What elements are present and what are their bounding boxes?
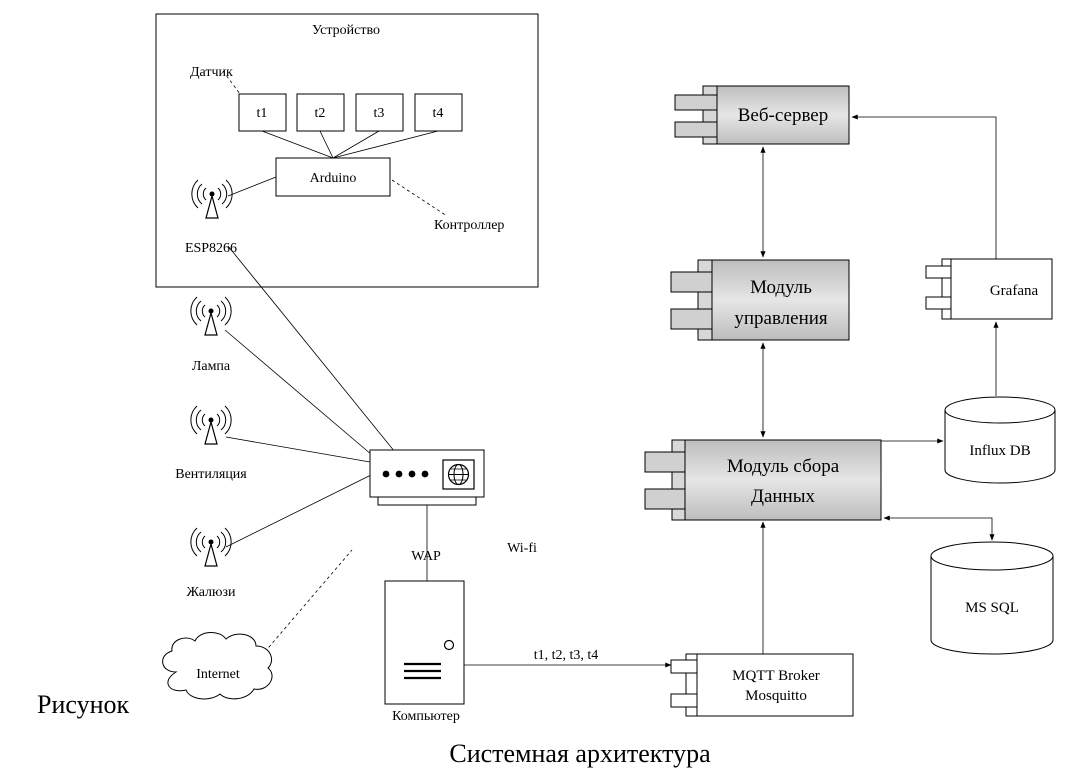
svg-text:t1: t1 [257,106,268,121]
svg-text:Данных: Данных [751,486,815,507]
svg-text:t4: t4 [433,106,444,121]
collection-module-component: Модуль сбора Данных [644,439,882,521]
svg-text:управления: управления [734,308,828,329]
sensor-label: Датчик [190,65,233,80]
sensor-pointer-line [222,70,241,95]
svg-text:Модуль сбора: Модуль сбора [727,456,840,477]
router-icon [369,449,485,506]
ventilation-antenna-icon [190,405,232,445]
web-server-component: Веб-сервер [674,85,850,145]
blinds-antenna-icon [190,527,232,567]
figure-caption: Системная архитектура [449,739,711,768]
device-frame [155,13,539,288]
svg-text:Модуль: Модуль [750,277,812,298]
controller-label: Контроллер [434,218,504,233]
svg-text:t3: t3 [374,106,385,121]
wap-label: WAP [411,549,441,564]
internet-pointer-line [256,549,353,662]
internet-label: Internet [196,667,240,682]
link-t1-arduino [261,130,334,159]
controller-pointer-line [391,179,448,217]
sensor-t4: t4 [414,93,463,132]
lamp-label: Лампа [192,359,231,374]
blinds-label: Жалюзи [187,585,237,600]
mssql-db-icon: MS SQL [930,541,1054,655]
link-t3-arduino [332,130,380,159]
svg-text:Mosquitto: Mosquitto [745,688,807,704]
device-title: Устройство [312,23,380,38]
figure-prefix: Рисунок [37,690,129,719]
svg-text:Grafana: Grafana [990,283,1039,299]
link-esp-router [227,245,396,453]
link-collection-mssql [883,515,995,541]
svg-text:Arduino: Arduino [310,171,357,186]
svg-text:MQTT Broker: MQTT Broker [732,668,820,684]
link-grafana-web [851,114,997,259]
grafana-component: Grafana [925,258,1053,320]
topics-label: t1, t2, t3, t4 [534,648,599,663]
svg-text:t2: t2 [315,106,326,121]
computer-icon [384,580,465,705]
sensor-t2: t2 [296,93,345,132]
arduino-box: Arduino [275,157,391,197]
computer-label: Компьютер [392,709,460,724]
svg-text:Influx DB: Influx DB [969,443,1030,459]
esp8266-label: ESP8266 [185,241,237,256]
influx-db-icon: Influx DB [944,396,1056,484]
sensor-t1: t1 [238,93,287,132]
svg-text:Веб-сервер: Веб-сервер [738,105,829,126]
link-t2-arduino [319,130,334,159]
wifi-label: Wi-fi [507,541,537,556]
mqtt-broker-component: MQTT Broker Mosquitto [670,653,854,717]
ventilation-label: Вентиляция [175,467,247,482]
link-ventilation-router [225,436,371,463]
link-lamp-router [224,329,373,456]
link-t4-arduino [332,130,439,159]
esp8266-antenna-icon [191,179,233,219]
sensor-t3: t3 [355,93,404,132]
svg-text:MS SQL: MS SQL [965,600,1019,616]
link-blinds-router [225,474,372,548]
lamp-antenna-icon [190,296,232,336]
control-module-component: Модуль управления [670,259,850,341]
internet-cloud-icon [162,632,273,700]
link-esp-arduino [227,176,277,197]
